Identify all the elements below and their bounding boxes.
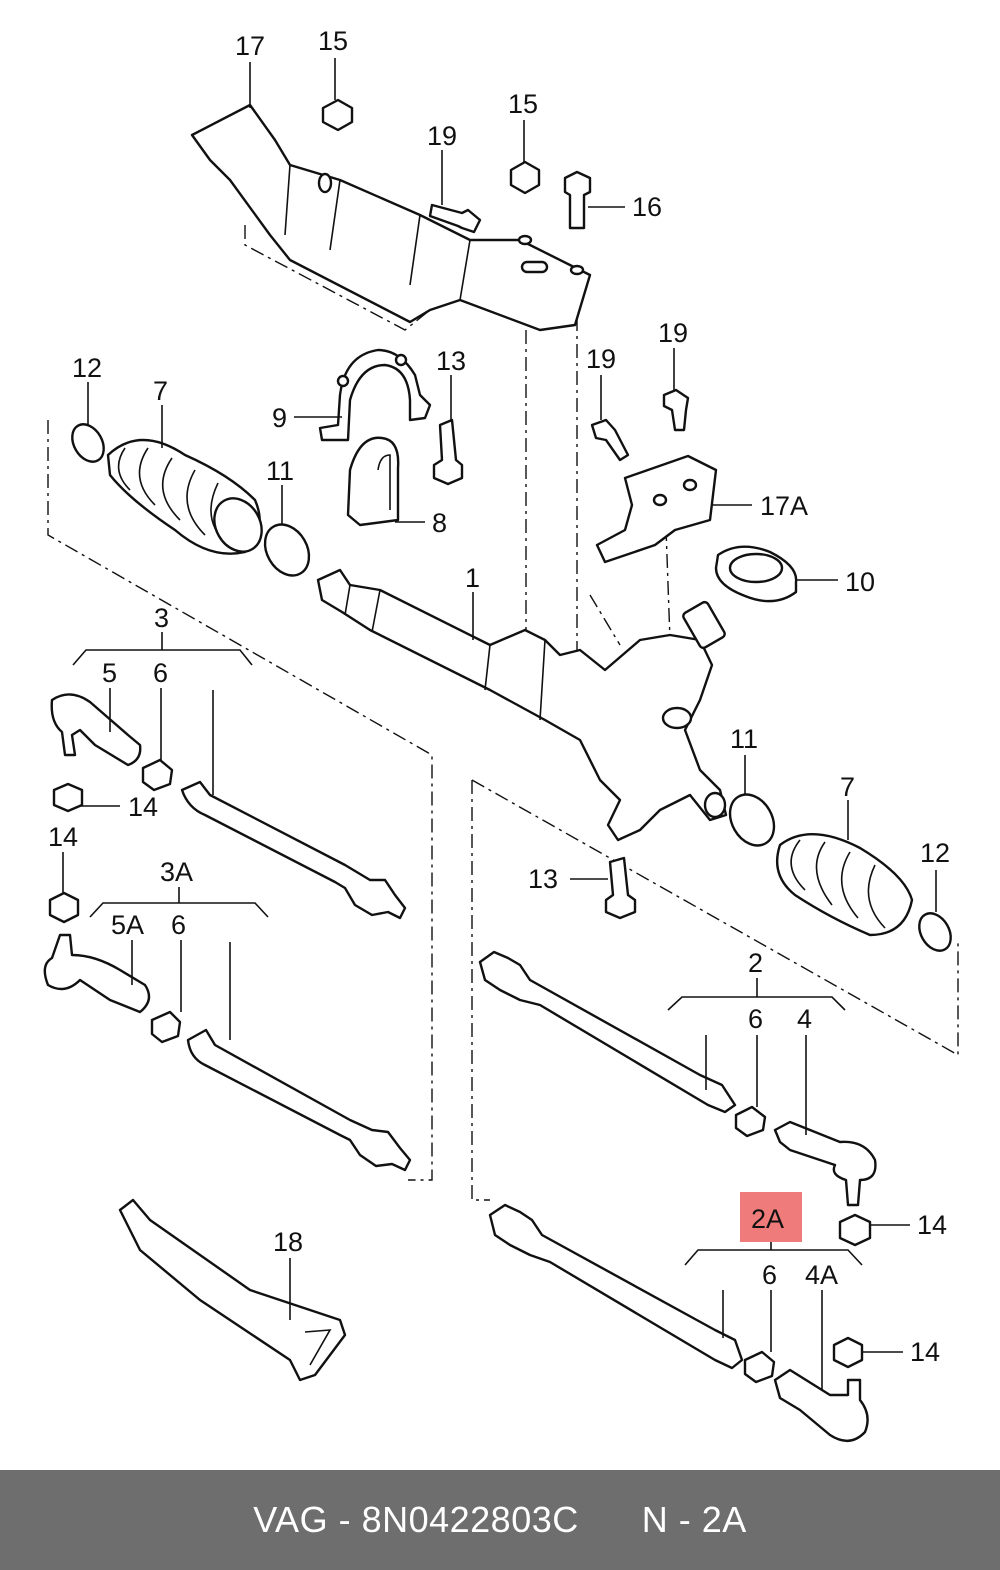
label-15-top: 15 [318,26,348,56]
clamp-11-right [728,793,776,847]
label-14-d: 14 [910,1337,940,1367]
leader-lines [62,58,937,1390]
label-15-mid: 15 [508,89,538,119]
nut-15-top [321,98,354,132]
label-2: 2 [748,948,763,978]
clamp-9 [318,348,432,442]
label-13-lower: 13 [528,864,558,894]
label-6-c: 6 [748,1004,763,1034]
label-14-c: 14 [917,1210,947,1240]
nut-14-d [832,1336,864,1369]
label-1: 1 [465,563,480,593]
label-3: 3 [154,603,169,633]
steering-rack-1 [316,568,728,842]
tie-rod-end-5A [43,933,151,1014]
footer-position: N - 2A [641,1499,747,1540]
label-10: 10 [845,567,875,597]
label-11-right: 11 [730,724,758,754]
label-5: 5 [102,658,117,688]
clamp-12-right [918,912,952,952]
tie-rod-3A [186,1028,412,1172]
label-14-a: 14 [128,792,158,822]
nut-6-d [743,1350,776,1384]
label-6-a: 6 [153,658,168,688]
label-2A: 2A [751,1204,784,1234]
tie-rod-2 [478,950,737,1114]
nut-14-c [838,1213,872,1247]
label-17A: 17A [760,491,808,521]
label-3A: 3A [160,857,193,887]
tie-rod-3 [180,780,407,920]
bolt-19-top [428,203,482,234]
bracket-outline [244,225,431,331]
tie-rod-end-5 [50,693,142,767]
label-7-left: 7 [153,376,168,406]
footer-part-number: VAG - 8N0422803C [253,1499,579,1540]
label-4: 4 [797,1004,812,1034]
tie-rod-2A [488,1203,744,1370]
label-12-left: 12 [72,353,102,383]
label-19-top: 19 [427,121,457,151]
bolt-13-top [432,418,464,486]
bolt-13-lower [604,856,637,920]
tie-rod-end-4A [773,1368,869,1442]
label-11-left: 11 [266,456,294,486]
nut-6-c [734,1105,767,1138]
label-5A: 5A [111,910,144,940]
label-6-d: 6 [762,1260,777,1290]
label-12-right: 12 [920,838,950,868]
nut-6-b [150,1010,182,1044]
label-19-b: 19 [658,318,688,348]
bushing-8 [346,436,400,527]
label-13-top: 13 [436,346,466,376]
label-4A: 4A [805,1260,838,1290]
boot-7-right [775,833,914,937]
bolt-19-a [590,418,630,462]
bolt-19-b [662,388,690,432]
nut-14-a [52,782,84,813]
heat-shield-17A [595,454,718,564]
crossmember-bracket-17 [190,103,592,332]
clamp-12-left [71,423,105,463]
tie-rod-end-4 [773,1120,877,1207]
assembly-outline-right [471,780,490,1201]
part-labels: 17 15 15 19 16 12 7 13 9 19 19 11 8 17A … [48,26,950,1367]
footer-bar: VAG - 8N0422803C N - 2A [0,1470,1000,1570]
bolt-16 [563,170,592,230]
label-19-a: 19 [586,344,616,374]
highlight-box-2A [740,1192,802,1242]
label-7-right: 7 [840,772,855,802]
shield-axis-b [664,499,671,641]
label-8: 8 [432,508,447,538]
nut-6-a [141,758,174,792]
nut-15-mid [509,160,541,195]
nut-14-b [48,891,80,924]
label-14-b: 14 [48,822,78,852]
label-17: 17 [235,31,265,61]
clamp-11-left [263,523,311,577]
footer-spacer [579,1499,642,1541]
parts-diagram: 17 15 15 19 16 12 7 13 9 19 19 11 8 17A … [43,26,959,1442]
label-9: 9 [272,403,287,433]
label-18: 18 [273,1227,303,1257]
shield-axis [589,594,621,646]
label-16: 16 [632,192,662,222]
label-6-b: 6 [171,910,186,940]
grease-tube-18 [118,1198,347,1382]
